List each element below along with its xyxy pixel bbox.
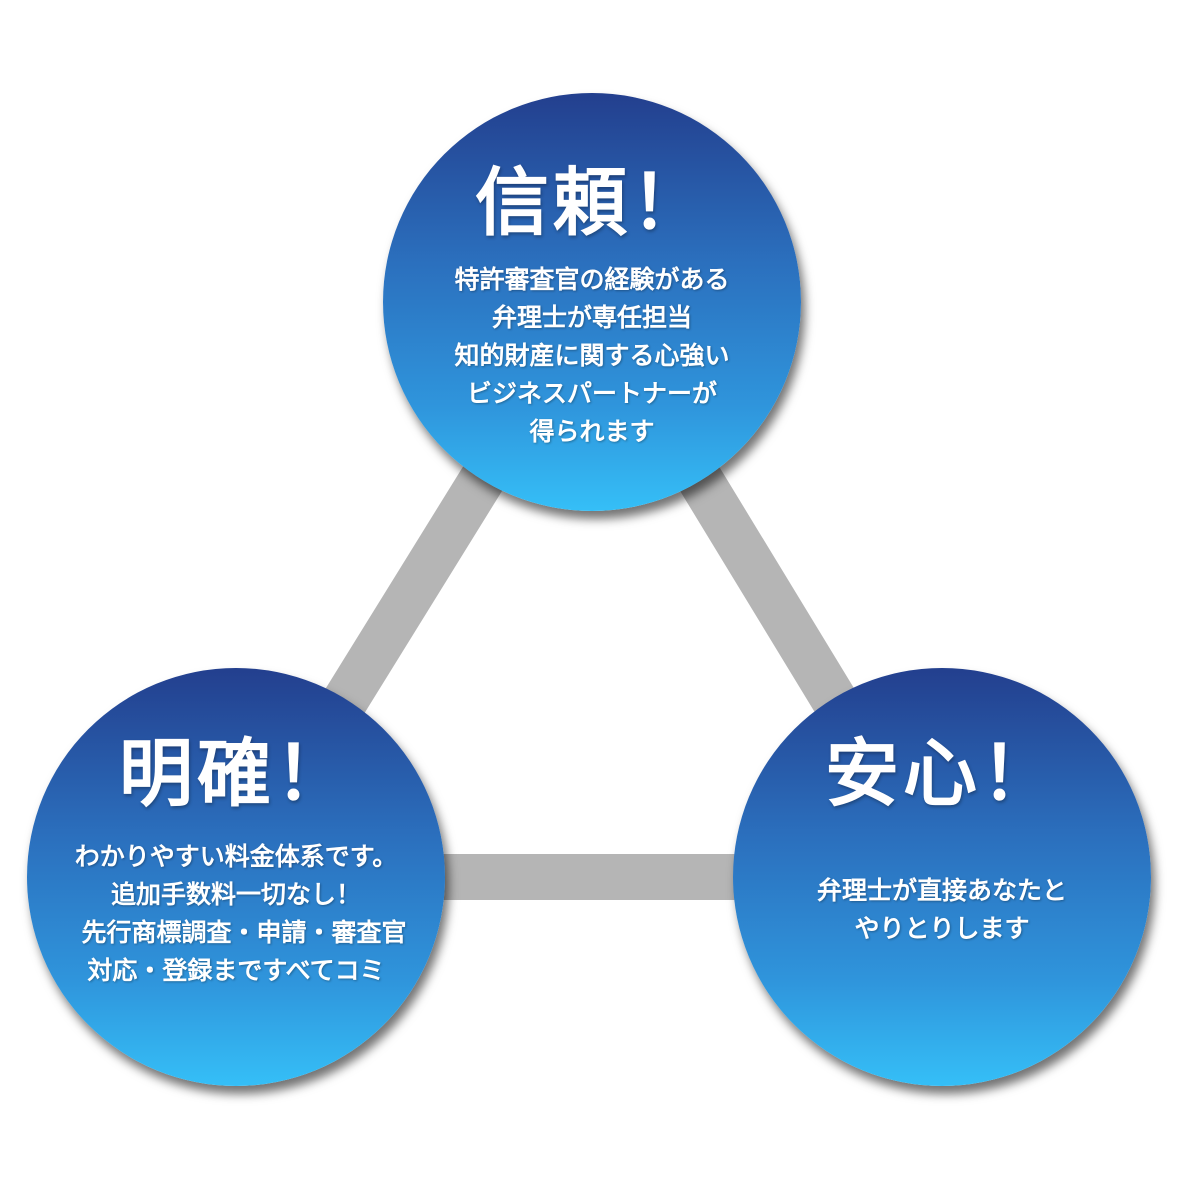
- trust-line: 知的財産に関する心強い: [454, 341, 730, 370]
- clarity-line: わかりやすい料金体系です。: [74, 842, 398, 871]
- peace-title: 安心！: [825, 731, 1059, 817]
- trust-title: 信頼！: [475, 160, 709, 246]
- clarity-line: 先行商標調査・申請・審査官: [81, 918, 407, 947]
- clarity-line: 追加手数料一切なし！: [110, 880, 361, 909]
- peace-body: 弁理士が直接あなたと やりとりします: [733, 872, 1151, 948]
- trust-line: 弁理士が専任担当: [491, 303, 692, 332]
- clarity-line: 対応・登録まですべてコミ: [87, 956, 385, 985]
- peace-line: 弁理士が直接あなたと: [816, 876, 1067, 905]
- trust-body: 特許審査官の経験がある 弁理士が専任担当 知的財産に関する心強い ビジネスパート…: [383, 261, 801, 451]
- circle-clarity: 明確！ わかりやすい料金体系です。 追加手数料一切なし！ 先行商標調査・申請・審…: [27, 668, 445, 1086]
- circle-peace: 安心！ 弁理士が直接あなたと やりとりします: [733, 668, 1151, 1086]
- trust-line: 得られます: [529, 417, 655, 446]
- clarity-body: わかりやすい料金体系です。 追加手数料一切なし！ 先行商標調査・申請・審査官 対…: [27, 838, 445, 990]
- trust-line: ビジネスパートナーが: [466, 379, 717, 408]
- peace-line: やりとりします: [854, 914, 1030, 943]
- clarity-title: 明確！: [119, 731, 353, 817]
- circle-trust: 信頼！ 特許審査官の経験がある 弁理士が専任担当 知的財産に関する心強い ビジネ…: [383, 93, 801, 511]
- trust-line: 特許審査官の経験がある: [454, 265, 730, 294]
